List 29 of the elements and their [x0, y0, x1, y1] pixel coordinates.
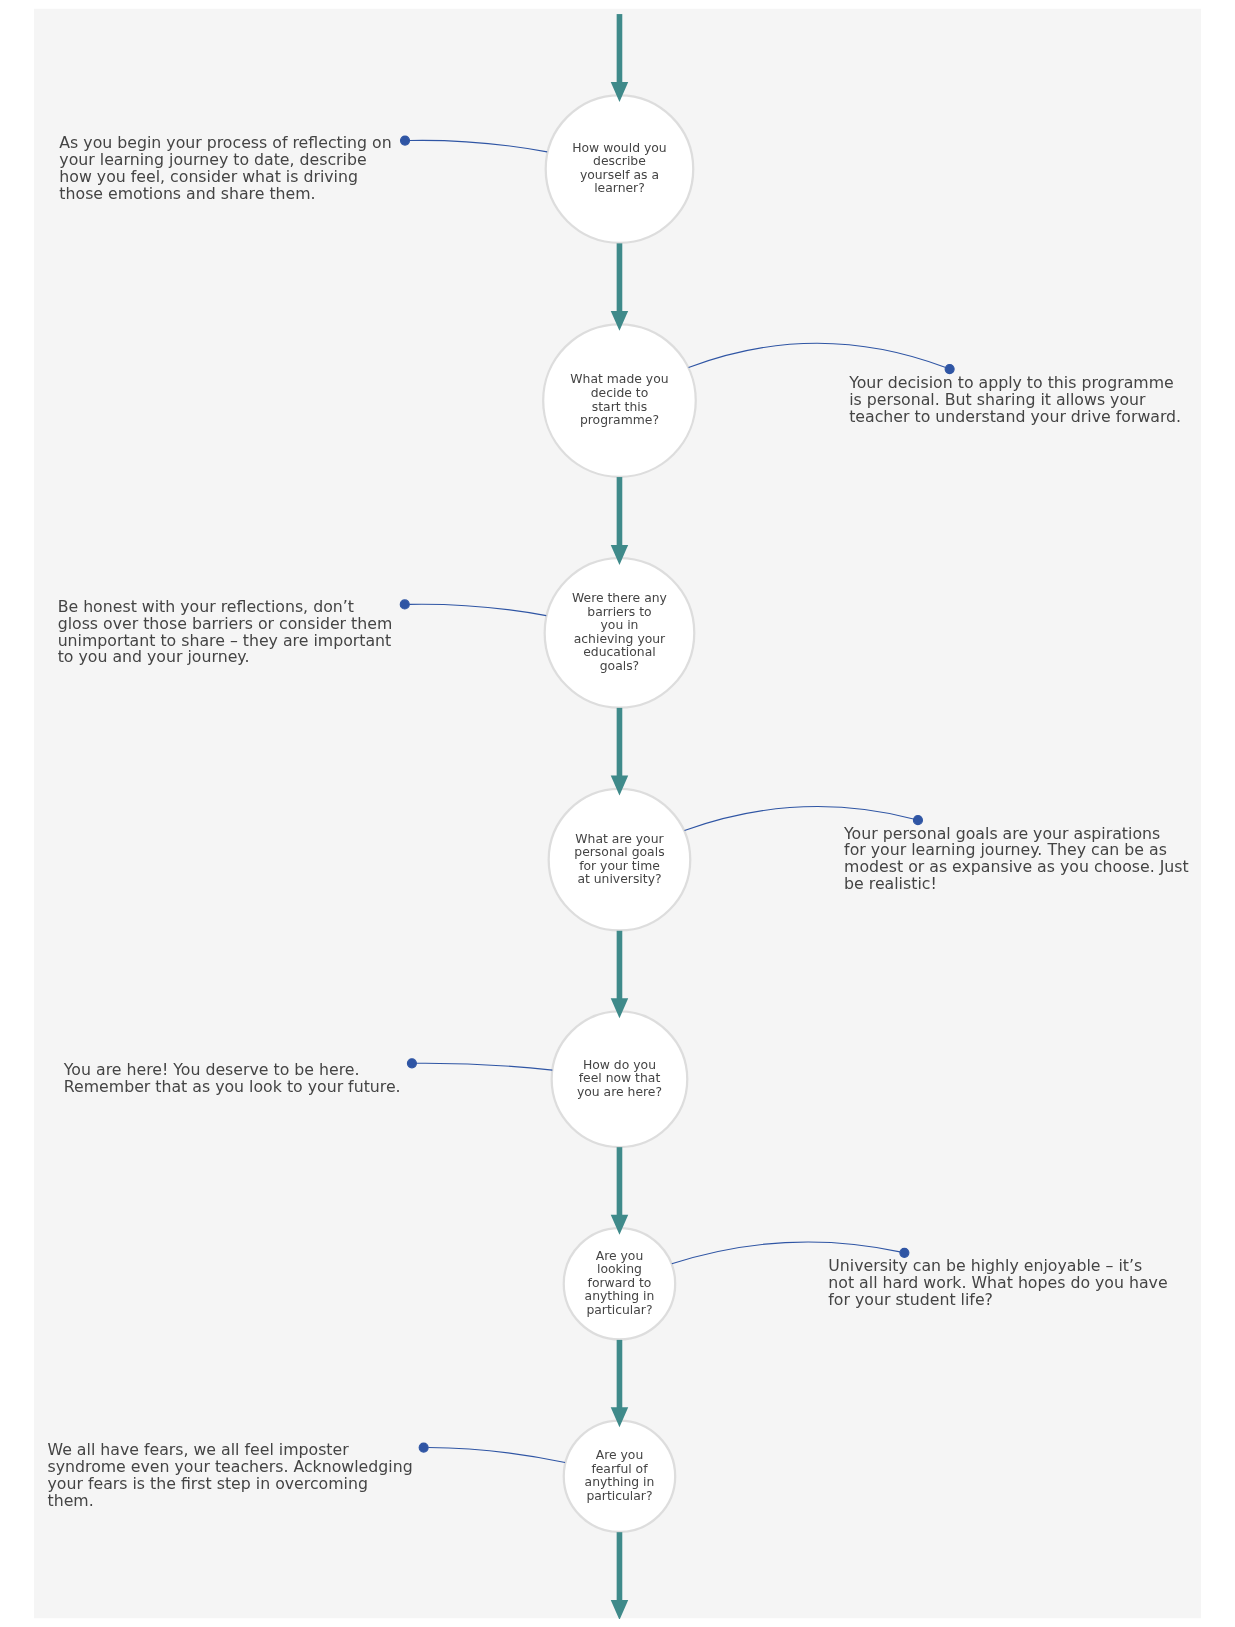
node-circle: Were there any barriers to you in achieving your educational goals? [543, 557, 696, 709]
connector [688, 342, 955, 375]
node-circle: What are your personal goals for your time at university? [547, 787, 692, 932]
node-text: Your decision to apply to this programme is personal. But sharing it allows your teacher to understand your drive forward. [849, 372, 1182, 426]
arrow [610, 707, 629, 796]
node-circle: How do you feel now that you are here? [550, 1010, 689, 1149]
arrow [610, 477, 629, 565]
arrow [610, 243, 629, 331]
arrow [610, 1339, 629, 1428]
arrow [610, 930, 629, 1019]
node-text: You are here! You deserve to be here. Remember that as you look to your future. [63, 1060, 401, 1096]
node-text: We all have fears, we all feel imposter syndrome even your teachers. Acknowledging your fears is the first step in overcoming them. [47, 1440, 413, 1510]
connector [671, 1241, 910, 1265]
connector [683, 805, 923, 832]
connector [406, 1058, 553, 1071]
node-circle: Are you fearful of anything in particular? [562, 1419, 677, 1534]
arrow [610, 1147, 629, 1235]
connector [399, 135, 548, 153]
connector [418, 1442, 566, 1464]
node-text: As you begin your process of reflecting on your learning journey to date, describe how you feel, consider what is driving those emotions and share them. [59, 132, 392, 203]
node-circle: Are you looking forward to anything in particular? [562, 1226, 677, 1341]
node-text: Be honest with your reflections, don’t gloss over those barriers or consider them unimportant to share – they are important to you and your journey. [57, 596, 393, 667]
arrow [610, 1532, 629, 1619]
node-circle: How would you describe yourself as a learner? [544, 94, 695, 244]
node-circle: What made you decide to start this programme? [542, 323, 697, 478]
node-text: University can be highly enjoyable – it’s not all hard work. What hopes do you have for your student life? [828, 1256, 1168, 1309]
arrow [610, 14, 629, 102]
node-text: Your personal goals are your aspirations for your learning journey. They can be as modest or as expansive as you choose. Just be realistic! [844, 823, 1189, 894]
connector [399, 599, 547, 617]
